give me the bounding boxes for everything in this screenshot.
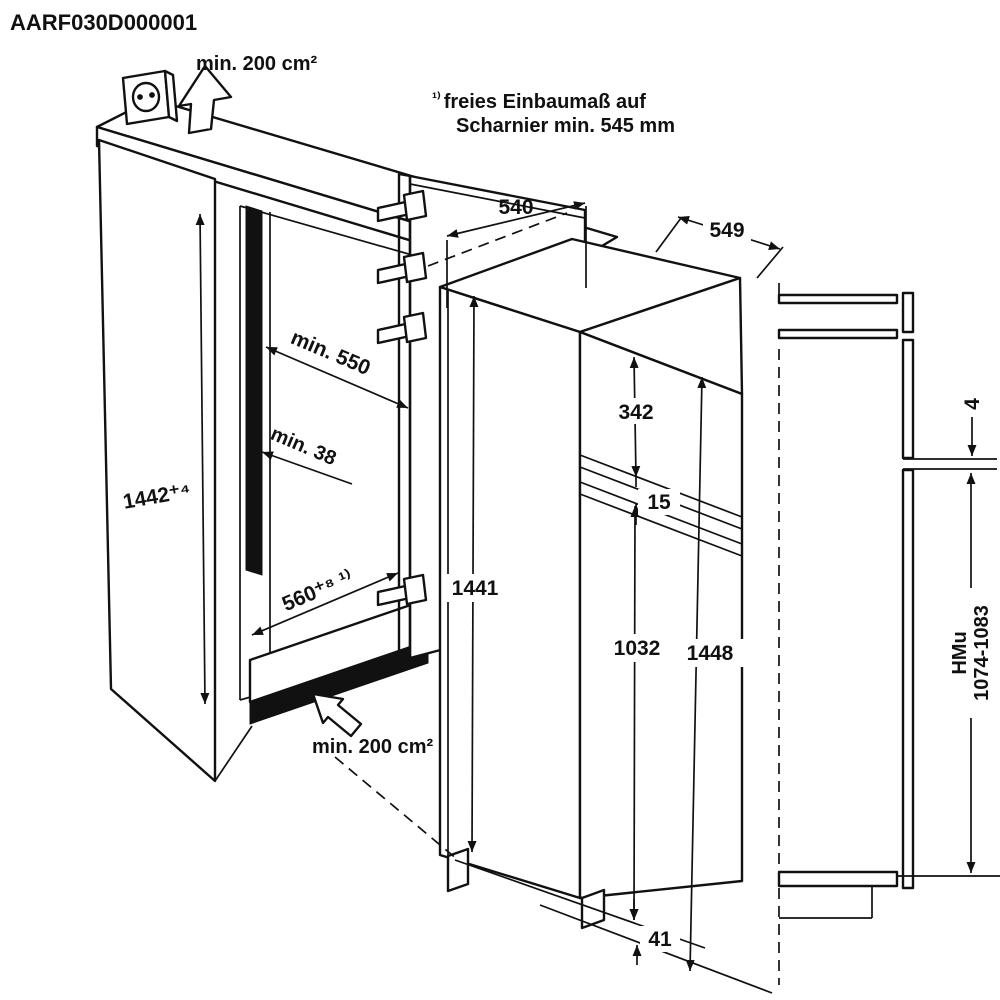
section-upper-door-panel bbox=[901, 338, 915, 460]
door-edge bbox=[397, 172, 412, 662]
cabinet-bottom-edge bbox=[214, 725, 253, 782]
vent-leader-dashed bbox=[334, 756, 459, 861]
dim-549-label: 549 bbox=[709, 219, 744, 242]
dim-line-540 bbox=[446, 201, 586, 238]
hinge-icon bbox=[376, 251, 428, 285]
hidden-edge-dashed bbox=[427, 212, 568, 267]
appliance-fridge bbox=[438, 237, 773, 994]
hinge-icon bbox=[376, 311, 428, 345]
hmu-label: HMu bbox=[949, 631, 971, 674]
labels: AARF030D000001 min. 200 cm² ¹⁾freies Ein… bbox=[10, 10, 993, 951]
dim-1448-label: 1448 bbox=[687, 642, 734, 665]
hinge-note-line2: Scharnier min. 545 mm bbox=[456, 115, 675, 137]
section-lower-door-panel bbox=[901, 468, 915, 890]
dim-line-min550 bbox=[265, 346, 409, 409]
dim-560-label: 560⁺⁸ ¹⁾ bbox=[279, 566, 356, 616]
airflow-arrow-bottom-icon bbox=[311, 692, 363, 738]
side-section-view bbox=[777, 283, 1000, 985]
section-top-panel bbox=[901, 291, 915, 334]
hmu-range-label: 1074-1083 bbox=[971, 605, 993, 701]
dim-line-560 bbox=[251, 572, 399, 636]
dim-line-min38 bbox=[261, 451, 353, 485]
hinge-icon bbox=[376, 189, 428, 223]
section-plinth-step bbox=[779, 886, 873, 919]
dim-line-1442 bbox=[195, 213, 210, 705]
dim-342-label: 342 bbox=[618, 401, 653, 424]
airflow-arrow-top-icon bbox=[177, 64, 233, 135]
extension-lines bbox=[446, 206, 784, 308]
dim-1441-label: 1441 bbox=[452, 577, 499, 600]
cabinet-left-panel bbox=[97, 138, 217, 783]
power-socket-icon bbox=[121, 69, 179, 126]
dim-min550-label: min. 550 bbox=[287, 326, 373, 380]
top-vent-label: min. 200 cm² bbox=[196, 53, 318, 75]
dim-41-label: 41 bbox=[648, 928, 672, 951]
hinge-icon bbox=[376, 573, 428, 607]
section-bottom-slab bbox=[777, 870, 899, 888]
section-top-rail bbox=[777, 293, 899, 305]
section-top-rail bbox=[777, 328, 899, 340]
dim-1032-label: 1032 bbox=[614, 637, 661, 660]
drawing-title: AARF030D000001 bbox=[10, 10, 197, 35]
hinge-note-line1: ¹⁾freies Einbaumaß auf bbox=[432, 90, 646, 113]
dim-4-label: 4 bbox=[961, 398, 984, 410]
bottom-vent-label: min. 200 cm² bbox=[312, 736, 434, 758]
dimensions bbox=[195, 201, 998, 972]
dim-line-1032 bbox=[629, 505, 640, 921]
dim-15-label: 15 bbox=[647, 491, 671, 514]
niche-ceiling-edge bbox=[239, 205, 413, 256]
dim-540-label: 540 bbox=[498, 196, 533, 219]
dim-line-1448 bbox=[685, 376, 707, 972]
bottom-vent-slot bbox=[249, 640, 429, 725]
rear-vent-gap bbox=[245, 205, 263, 576]
fridge-foot bbox=[446, 847, 470, 893]
dim-min38-label: min. 38 bbox=[267, 423, 339, 470]
panel-gap-lines bbox=[903, 458, 997, 470]
